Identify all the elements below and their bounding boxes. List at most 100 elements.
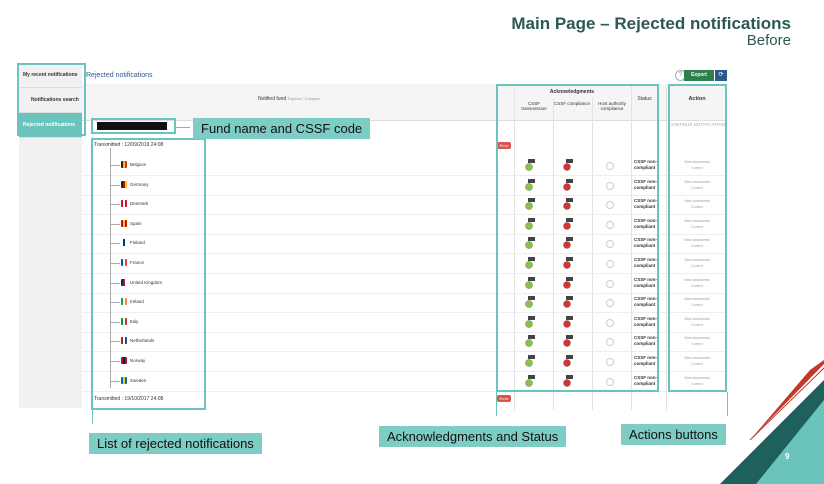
export-button[interactable]: Export: [684, 70, 714, 81]
host-compliance-indicator: [606, 201, 614, 210]
pdf-transmission-icon[interactable]: [525, 296, 535, 308]
view-documents-link[interactable]: View documents: [684, 375, 710, 380]
pdf-compliance-icon[interactable]: [563, 335, 573, 348]
view-documents-link[interactable]: View documents: [684, 160, 710, 164]
view-documents-link[interactable]: View documents: [684, 258, 710, 262]
pdf-transmission-icon[interactable]: [525, 355, 535, 367]
callout-ack-status: Acknowledgments and Status: [379, 426, 567, 447]
pdf-compliance-icon[interactable]: [563, 178, 573, 191]
view-documents-link[interactable]: View documents: [684, 218, 710, 223]
export-label: Export: [691, 72, 707, 78]
pdf-compliance-icon[interactable]: [563, 257, 573, 269]
tree-connector: [110, 302, 120, 304]
view-documents-link[interactable]: View documents: [684, 356, 710, 360]
correct-link[interactable]: Correct: [691, 303, 703, 308]
pdf-transmission-icon[interactable]: [525, 335, 535, 348]
correct-link[interactable]: Correct: [691, 185, 703, 190]
pdf-transmission-icon[interactable]: [525, 374, 535, 387]
header-cssf-compliance: CSSF compliance: [553, 101, 590, 106]
tree-connector: [110, 341, 120, 343]
sidebar-item-recent[interactable]: My recent notifications: [19, 63, 82, 88]
host-compliance-indicator: [606, 220, 614, 229]
group-row[interactable]: Transmitted : 19/10/2017 24:08: [82, 396, 502, 408]
pdf-compliance-icon[interactable]: [563, 276, 573, 289]
slide-title-block: Main Page – Rejected notifications Befor…: [511, 15, 791, 49]
pdf-transmission-icon[interactable]: [525, 276, 535, 289]
country-name: Finland: [130, 240, 145, 246]
pdf-compliance-icon[interactable]: [563, 217, 573, 230]
sidebar-item-rejected[interactable]: Rejected notifications: [19, 113, 82, 138]
host-compliance-indicator: [606, 260, 614, 268]
sidebar-item-search[interactable]: Notifications search: [19, 88, 82, 113]
pdf-compliance-icon[interactable]: [563, 296, 573, 308]
view-documents-link[interactable]: View documents: [684, 199, 710, 204]
correct-link[interactable]: Correct: [691, 283, 703, 288]
highlight-sidebar: [17, 63, 86, 136]
column-divider: [631, 84, 632, 410]
correct-link[interactable]: Correct: [691, 362, 703, 366]
arrow-line: [496, 392, 497, 416]
pdf-transmission-icon[interactable]: [525, 198, 535, 210]
country-name: Sweden: [130, 377, 147, 383]
tree-trunk: [110, 148, 111, 388]
host-compliance-indicator: [606, 240, 614, 249]
correct-link[interactable]: Correct: [691, 166, 703, 170]
flag-icon: [121, 259, 127, 266]
view-documents-link[interactable]: View documents: [684, 238, 710, 243]
country-name: France: [130, 260, 145, 265]
view-documents-link[interactable]: View documents: [684, 336, 710, 341]
pdf-transmission-icon[interactable]: [525, 217, 535, 230]
status-value: CSSF non-compliant: [634, 198, 657, 210]
header-fund-label: Notified fund: [258, 96, 287, 102]
status-value: CSSF non-compliant: [634, 237, 657, 249]
host-compliance-indicator: [606, 299, 614, 308]
correct-link[interactable]: Correct: [691, 205, 703, 210]
group-row[interactable]: Transmitted : 12/09/2019 24:08: [82, 142, 502, 154]
expand-collapse-link[interactable]: Expand / Collapse: [287, 96, 320, 101]
group-label: Transmitted : 12/09/2019 24:08: [94, 142, 164, 148]
pdf-transmission-icon[interactable]: [525, 257, 535, 269]
pdf-compliance-icon[interactable]: [563, 355, 573, 367]
country-name: Denmark: [130, 201, 149, 207]
pdf-compliance-icon[interactable]: [563, 315, 573, 328]
view-documents-link[interactable]: View documents: [684, 277, 710, 282]
correct-link[interactable]: Correct: [691, 322, 703, 327]
pdf-compliance-icon[interactable]: [563, 198, 573, 210]
pdf-compliance-icon[interactable]: [563, 374, 573, 387]
country-name: Norway: [130, 358, 146, 363]
refresh-icon[interactable]: ⟳: [715, 70, 727, 81]
correct-link[interactable]: Correct: [691, 224, 703, 229]
tree-connector: [110, 184, 120, 186]
header-host-compliance: Host authority compliance: [598, 101, 626, 111]
error-badge: Error: [497, 142, 511, 149]
correct-link[interactable]: Correct: [691, 244, 703, 249]
pdf-transmission-icon[interactable]: [525, 315, 535, 328]
status-value: CSSF non-compliant: [634, 276, 657, 288]
view-documents-link[interactable]: View documents: [684, 179, 710, 184]
view-documents-link[interactable]: View documents: [684, 316, 710, 321]
page-number: 9: [785, 452, 790, 461]
highlight-list: [91, 138, 206, 410]
pdf-compliance-icon[interactable]: [563, 159, 573, 171]
pdf-transmission-icon[interactable]: [525, 159, 535, 171]
continue-notification-button[interactable]: CONTINUE NOTIFICATION: [668, 122, 726, 127]
correct-link[interactable]: Correct: [691, 342, 703, 347]
status-value: CSSF non-compliant: [634, 217, 657, 229]
pdf-transmission-icon[interactable]: [525, 237, 535, 250]
pdf-transmission-icon[interactable]: [525, 178, 535, 191]
pdf-compliance-icon[interactable]: [563, 237, 573, 250]
correct-link[interactable]: Correct: [691, 381, 703, 386]
correct-link[interactable]: Correct: [691, 264, 703, 268]
view-documents-link[interactable]: View documents: [684, 297, 710, 302]
